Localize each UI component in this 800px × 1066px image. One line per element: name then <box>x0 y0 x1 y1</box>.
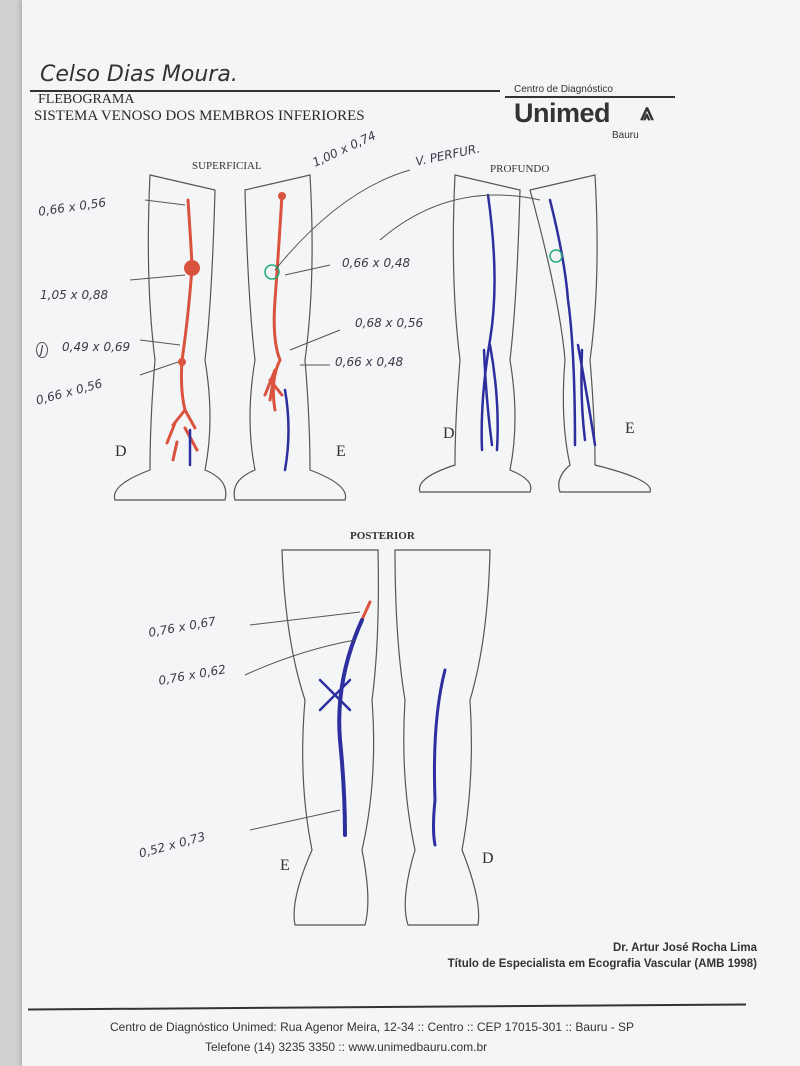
document-page <box>22 0 800 1066</box>
leg-outline-posterior-left <box>281 549 379 926</box>
doctor-title: Título de Especialista em Ecografia Vasc… <box>447 958 757 970</box>
section-posterior: POSTERIOR <box>350 530 415 542</box>
side-label: E <box>280 857 290 874</box>
unimed-logo: Unimed <box>514 98 611 128</box>
measurement: 0,68 x 0,56 <box>355 316 424 330</box>
name-underline <box>30 90 500 92</box>
doctor-name: Dr. Artur José Rocha Lima <box>612 942 757 954</box>
logo-rule <box>505 96 675 98</box>
side-label: E <box>336 443 346 460</box>
marker-j: J <box>36 342 48 358</box>
leg-outline-posterior-right <box>394 549 491 926</box>
leg-outline-deep-right <box>418 174 532 493</box>
leg-outline-superficial-right <box>113 174 227 501</box>
side-label: D <box>115 443 127 460</box>
footer-contact: Telefone (14) 3235 3350 :: www.unimedbau… <box>205 1040 488 1054</box>
perforator-marker <box>264 264 280 280</box>
leg-outline-deep-left <box>529 174 651 493</box>
varicose-dilation <box>184 260 200 276</box>
unimed-tree-icon: ⩓ <box>640 100 654 126</box>
section-profundo: PROFUNDO <box>490 163 550 175</box>
footer-address: Centro de Diagnóstico Unimed: Rua Agenor… <box>110 1020 635 1034</box>
side-label: D <box>482 850 494 867</box>
logo-city: Bauru <box>612 130 639 141</box>
measurement: 0,66 x 0,48 <box>342 256 411 270</box>
logo-caption: Centro de Diagnóstico <box>514 84 613 95</box>
patient-name: Celso Dias Moura. <box>40 62 238 87</box>
measurement: 0,66 x 0,48 <box>335 355 404 369</box>
side-label: D <box>443 425 455 442</box>
measurement: 1,05 x 0,88 <box>40 288 109 302</box>
leg-outline-superficial-left <box>233 174 347 501</box>
document-title: FLEBOGRAMA <box>38 92 135 107</box>
measurement: 0,49 x 0,69 <box>62 340 131 354</box>
section-superficial: SUPERFICIAL <box>192 160 262 172</box>
side-label: E <box>625 420 635 437</box>
document-subtitle: SISTEMA VENOSO DOS MEMBROS INFERIORES <box>34 108 365 124</box>
